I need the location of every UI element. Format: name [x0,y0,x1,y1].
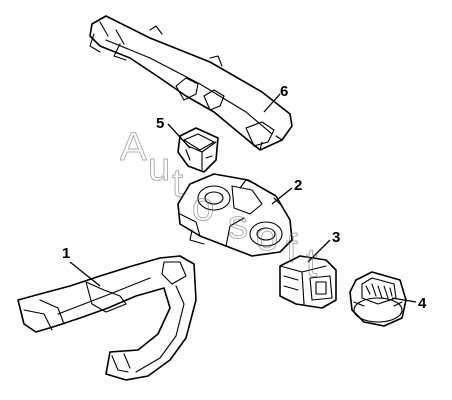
callout-labels: 1 2 3 4 5 6 [62,83,427,312]
callout-5: 5 [156,115,164,132]
callout-4: 4 [418,295,427,312]
leader-1 [69,261,101,287]
part-4-fan-motor [349,271,407,327]
watermark-letter: t [172,161,183,205]
callout-6: 6 [280,83,288,100]
watermark-letter: f [286,227,298,271]
part-2-distribution-box [177,173,293,257]
part-5-adapter [177,127,219,173]
leader-lines [69,93,417,303]
callout-1: 1 [62,245,70,262]
part-1-lower-duct [17,255,197,381]
watermark: A u t o s o f t [120,125,318,286]
watermark-letter: A [120,125,147,169]
watermark-letter: o [192,185,214,229]
callout-3: 3 [332,229,340,246]
callout-2: 2 [294,177,302,194]
watermark-letter: t [306,241,317,285]
leader-4 [391,297,417,303]
watermark-letter: s [228,203,248,247]
watermark-letter: u [148,145,170,189]
leader-6 [263,93,281,113]
part-6-upper-duct [89,15,293,151]
leader-2 [271,187,293,205]
leader-5 [167,123,191,149]
part-3-blower [279,255,337,309]
leader-3 [307,239,331,263]
watermark-letter: o [256,215,278,259]
